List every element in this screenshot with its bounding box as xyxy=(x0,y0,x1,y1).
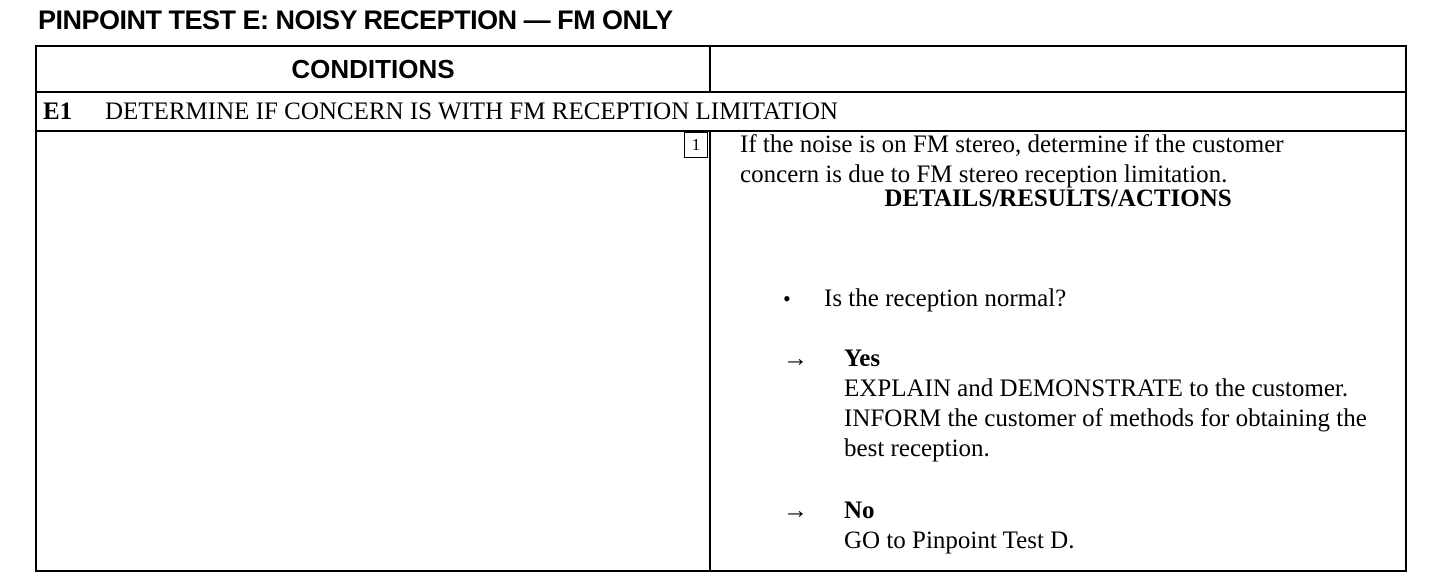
page-title: PINPOINT TEST E: NOISY RECEPTION — FM ON… xyxy=(38,5,673,35)
bullet-icon: • xyxy=(783,286,791,311)
header-column-divider xyxy=(709,47,711,91)
arrow-right-icon: → xyxy=(783,345,808,372)
item-number-box: 1 xyxy=(684,132,708,158)
no-branch-body: No GO to Pinpoint Test D. xyxy=(844,496,1404,556)
pinpoint-test-table: CONDITIONS DETAILS/RESULTS/ACTIONS E1 DE… xyxy=(35,45,1407,572)
step-row: E1 DETERMINE IF CONCERN IS WITH FM RECEP… xyxy=(43,95,838,129)
no-action: GO to Pinpoint Test D. xyxy=(844,527,1075,554)
header-rule xyxy=(37,91,1405,93)
yes-branch-body: Yes EXPLAIN and DEMONSTRATE to the custo… xyxy=(844,344,1404,464)
step-id: E1 xyxy=(43,98,73,125)
yes-label: Yes xyxy=(844,345,881,372)
step-rule xyxy=(37,130,1405,132)
yes-action: EXPLAIN and DEMONSTRATE to the customer.… xyxy=(844,375,1367,462)
instruction-text: If the noise is on FM stereo, determine … xyxy=(740,131,1284,188)
no-label: No xyxy=(844,497,875,524)
conditions-column-header: CONDITIONS xyxy=(291,53,455,84)
body-column-divider xyxy=(709,132,711,570)
arrow-right-icon: → xyxy=(783,497,808,524)
step-heading: DETERMINE IF CONCERN IS WITH FM RECEPTIO… xyxy=(105,98,838,125)
question-text: Is the reception normal? xyxy=(824,285,1067,312)
details-column-header: DETAILS/RESULTS/ACTIONS xyxy=(884,185,1232,212)
